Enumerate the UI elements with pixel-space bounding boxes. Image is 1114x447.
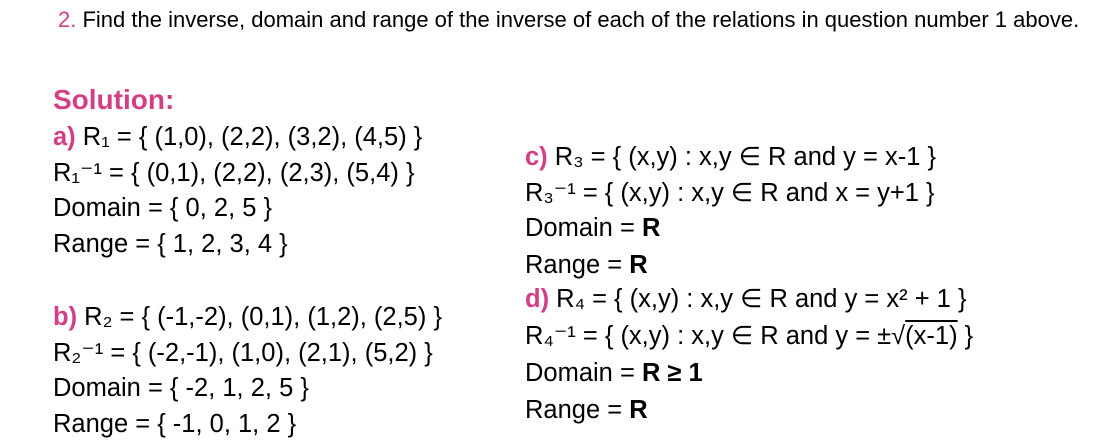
relation: R₄ = { (x,y) : x,y ∈ R and y = x² + 1 } bbox=[549, 285, 967, 313]
range-line: Range = { -1, 0, 1, 2 } bbox=[53, 409, 297, 438]
solution-heading: Solution: bbox=[53, 84, 175, 115]
part-label: d) bbox=[525, 285, 550, 313]
square-root-radicand: (x-1) bbox=[905, 322, 958, 350]
domain-prefix: Domain = bbox=[525, 359, 642, 387]
inverse-suffix: } bbox=[957, 322, 974, 350]
part-b: b) R₂ = { (-1,-2), (0,1), (1,2), (2,5) }… bbox=[53, 300, 442, 442]
domain-line: Domain = R bbox=[525, 211, 936, 248]
part-a: a) R₁ = { (1,0), (2,2), (3,2), (4,5) } R… bbox=[53, 120, 422, 262]
domain-line: Domain = R ≥ 1 bbox=[525, 355, 973, 392]
range-value: R bbox=[629, 250, 648, 279]
relation-line: d) R₄ = { (x,y) : x,y ∈ R and y = x² + 1… bbox=[525, 281, 973, 318]
relation-line: c) R₃ = { (x,y) : x,y ∈ R and y = x-1 } bbox=[525, 140, 936, 176]
question-text: 2. Find the inverse, domain and range of… bbox=[58, 4, 1098, 35]
inverse-line: R₄⁻¹ = { (x,y) : x,y ∈ R and y = ±√(x-1)… bbox=[525, 318, 973, 355]
inverse-line: R₂⁻¹ = { (-2,-1), (1,0), (2,1), (5,2) } bbox=[53, 338, 433, 367]
domain-line: Domain = { -2, 1, 2, 5 } bbox=[53, 374, 309, 402]
part-label: a) bbox=[53, 123, 76, 151]
range-line: Range = R bbox=[525, 392, 973, 429]
range-prefix: Range = bbox=[525, 396, 630, 424]
range-prefix: Range = bbox=[525, 250, 630, 279]
inverse-line: R₁⁻¹ = { (0,1), (2,2), (2,3), (5,4) } bbox=[53, 158, 415, 187]
question-number: 2. bbox=[58, 7, 77, 32]
range-line: Range = { 1, 2, 3, 4 } bbox=[53, 229, 288, 258]
part-d: d) R₄ = { (x,y) : x,y ∈ R and y = x² + 1… bbox=[525, 281, 973, 429]
domain-prefix: Domain = bbox=[525, 214, 642, 242]
inverse-prefix: R₄⁻¹ = { (x,y) : x,y ∈ R and y = ±√ bbox=[525, 322, 906, 350]
relation: R₂ = { (-1,-2), (0,1), (1,2), (2,5) } bbox=[77, 303, 442, 331]
inverse-line: R₃⁻¹ = { (x,y) : x,y ∈ R and x = y+1 } bbox=[525, 178, 935, 207]
range-value: R bbox=[629, 396, 648, 424]
relation-line: b) R₂ = { (-1,-2), (0,1), (1,2), (2,5) } bbox=[53, 300, 442, 336]
part-label: c) bbox=[525, 143, 548, 171]
domain-value: R bbox=[641, 214, 661, 242]
part-c: c) R₃ = { (x,y) : x,y ∈ R and y = x-1 } … bbox=[525, 140, 936, 284]
part-label: b) bbox=[53, 303, 78, 331]
relation-line: a) R₁ = { (1,0), (2,2), (3,2), (4,5) } bbox=[53, 120, 422, 156]
relation: R₃ = { (x,y) : x,y ∈ R and y = x-1 } bbox=[547, 143, 936, 171]
domain-value: R ≥ 1 bbox=[641, 359, 703, 387]
range-line: Range = R bbox=[525, 248, 936, 285]
relation: R₁ = { (1,0), (2,2), (3,2), (4,5) } bbox=[75, 123, 423, 151]
question-body: Find the inverse, domain and range of th… bbox=[76, 7, 1080, 32]
domain-line: Domain = { 0, 2, 5 } bbox=[53, 194, 273, 222]
